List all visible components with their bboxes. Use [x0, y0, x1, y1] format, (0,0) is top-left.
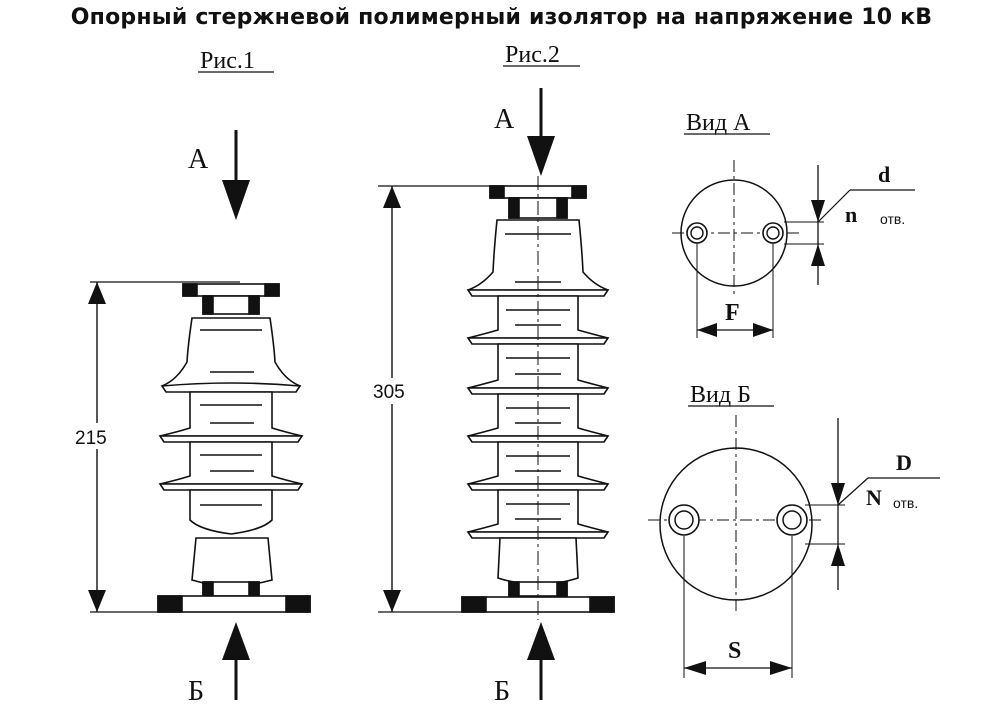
dimension-305-label: 305 [373, 382, 405, 403]
figure-1-label: Рис.1 [200, 48, 255, 74]
insulator-fig2 [461, 185, 615, 613]
view-a-section: Вид А d n отв. F [672, 110, 915, 338]
view-b-section: Вид Б D N отв. S [648, 382, 940, 678]
arrow-b-label-fig1: Б [188, 676, 204, 707]
page-title: Опорный стержневой полимерный изолятор н… [70, 5, 933, 30]
view-b-holes-suffix: отв. [893, 495, 918, 511]
dimension-215: 215 [70, 281, 240, 613]
insulator-fig1 [157, 283, 311, 613]
figure-1: Рис.1 А 215 [70, 48, 311, 707]
view-b-d-label: D [896, 450, 912, 475]
view-a-label: Вид А [686, 110, 751, 136]
view-b-n-label: N [866, 485, 882, 510]
view-b-s-label: S [728, 638, 741, 664]
hole-right-view-a [762, 222, 784, 244]
view-a-f-label: F [725, 300, 740, 326]
figure-2-label: Рис.2 [505, 42, 560, 68]
view-b-label: Вид Б [690, 382, 751, 408]
view-a-n-label: n [845, 202, 857, 227]
arrow-a-label-fig2: А [494, 104, 515, 135]
hole-left-view-a [686, 222, 708, 244]
figure-2: Рис.2 А 305 [368, 42, 615, 707]
hole-right-view-b [776, 504, 808, 536]
arrow-a-label-fig1: А [188, 144, 209, 175]
dimension-305: 305 [368, 185, 500, 613]
view-a-holes-suffix: отв. [880, 211, 905, 227]
dimension-215-label: 215 [75, 428, 107, 449]
view-b-arrow-fig1: Б [188, 622, 250, 707]
view-a-arrow-fig2: А [494, 88, 555, 176]
hole-left-view-b [668, 504, 700, 536]
view-a-arrow-fig1: А [188, 130, 250, 220]
arrow-b-label-fig2: Б [494, 676, 510, 707]
view-b-arrow-fig2: Б [494, 622, 555, 707]
view-a-d-label: d [878, 162, 890, 187]
